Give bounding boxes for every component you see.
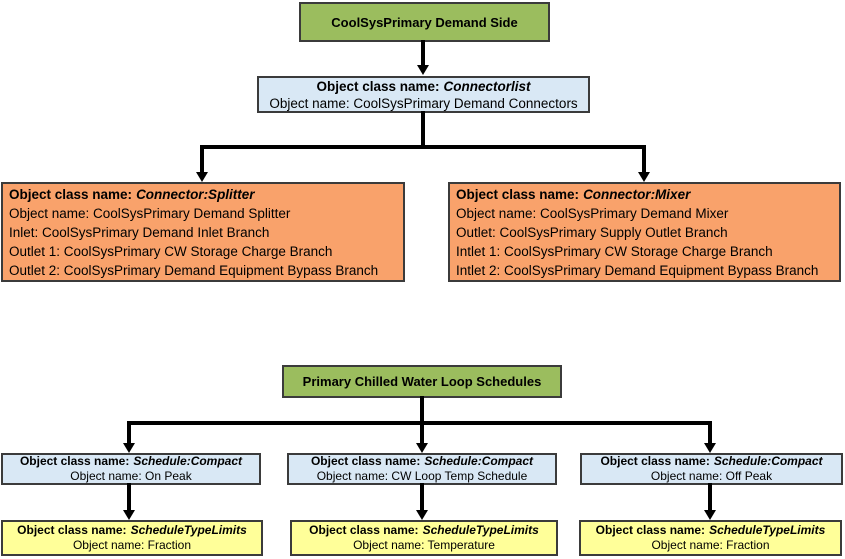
connector-line: [127, 421, 131, 444]
arrowhead-icon: [704, 443, 716, 453]
arrowhead-icon: [123, 510, 135, 520]
schedule-type-limits-box-temperature: Object class name:ScheduleTypeLimits Obj…: [290, 520, 558, 556]
arrowhead-icon: [123, 443, 135, 453]
type-limits-class-line: Object class name:ScheduleTypeLimits: [3, 523, 261, 538]
connector-line: [200, 145, 204, 173]
class-prefix-label: Object class name:: [17, 523, 127, 537]
connector-line: [127, 483, 131, 511]
schedule-compact-box-on-peak: Object class name:Schedule:Compact Objec…: [1, 453, 261, 485]
connector-line: [421, 40, 425, 66]
schedule-class-line: Object class name:Schedule:Compact: [289, 454, 555, 469]
schedule-object-line: Object name: Off Peak: [650, 469, 773, 483]
class-prefix-label: Object class name:: [310, 454, 421, 468]
connectorlist-object-line: Object name: CoolSysPrimary Demand Conne…: [269, 95, 578, 111]
connector-line: [420, 483, 424, 511]
arrowhead-icon: [704, 510, 716, 520]
type-limits-object-line: Object name: Fraction: [651, 538, 770, 552]
class-name: Schedule:Compact: [133, 454, 243, 468]
connector-line: [420, 396, 424, 444]
connector-line: [200, 145, 646, 149]
connectorlist-class-line: Object class name:Connectorlist: [259, 78, 588, 95]
demand-side-root-box: CoolSysPrimary Demand Side: [299, 2, 550, 42]
schedules-root-title: Primary Chilled Water Loop Schedules: [302, 374, 542, 389]
type-limits-object-line: Object name: Temperature: [353, 538, 495, 552]
type-limits-class-line: Object class name:ScheduleTypeLimits: [581, 523, 840, 538]
arrowhead-icon: [416, 510, 428, 520]
demand-side-root-title: CoolSysPrimary Demand Side: [331, 14, 518, 30]
class-prefix-label: Object class name:: [456, 186, 580, 202]
schedule-type-limits-box-fraction-2: Object class name:ScheduleTypeLimits Obj…: [579, 520, 842, 556]
schedule-object-line: Object name: On Peak: [70, 469, 192, 483]
class-name: Connector:Mixer: [583, 186, 691, 202]
connector-line: [642, 145, 646, 173]
mixer-box: Object class name:Connector:Mixer Object…: [448, 182, 841, 282]
schedule-compact-box-off-peak: Object class name:Schedule:Compact Objec…: [580, 453, 843, 485]
splitter-outlet2-line: Outlet 2: CoolSysPrimary Demand Equipmen…: [9, 262, 379, 278]
connector-line: [421, 111, 425, 147]
connector-line: [127, 421, 712, 425]
class-prefix-label: Object class name:: [309, 523, 419, 537]
class-name: ScheduleTypeLimits: [422, 523, 539, 537]
class-prefix-label: Object class name:: [595, 523, 706, 537]
connectorlist-box: Object class name:Connectorlist Object n…: [257, 76, 590, 113]
class-name: ScheduleTypeLimits: [130, 523, 247, 537]
splitter-inlet-line: Inlet: CoolSysPrimary Demand Inlet Branc…: [9, 224, 270, 240]
class-prefix-label: Object class name:: [9, 186, 133, 202]
mixer-intlet1-line: Intlet 1: CoolSysPrimary CW Storage Char…: [456, 243, 773, 259]
mixer-object-line: Object name: CoolSysPrimary Demand Mixer: [456, 205, 729, 221]
class-name: Connectorlist: [443, 78, 531, 94]
mixer-class-line: Object class name:Connector:Mixer: [456, 185, 835, 204]
mixer-outlet-line: Outlet: CoolSysPrimary Supply Outlet Bra…: [456, 224, 728, 240]
schedule-object-line: Object name: CW Loop Temp Schedule: [316, 469, 528, 483]
splitter-object-line: Object name: CoolSysPrimary Demand Split…: [9, 205, 291, 221]
class-prefix-label: Object class name:: [600, 454, 710, 468]
class-name: Schedule:Compact: [713, 454, 823, 468]
schedule-compact-box-cw-loop: Object class name:Schedule:Compact Objec…: [287, 453, 557, 485]
type-limits-class-line: Object class name:ScheduleTypeLimits: [292, 523, 556, 538]
schedule-type-limits-box-fraction-1: Object class name:ScheduleTypeLimits Obj…: [1, 520, 263, 556]
arrowhead-icon: [417, 65, 429, 75]
connector-line: [708, 483, 712, 511]
arrowhead-icon: [638, 172, 650, 182]
arrowhead-icon: [416, 443, 428, 453]
schedules-root-box: Primary Chilled Water Loop Schedules: [282, 365, 562, 398]
schedule-class-line: Object class name:Schedule:Compact: [582, 454, 841, 469]
arrowhead-icon: [196, 172, 208, 182]
class-name: Schedule:Compact: [424, 454, 534, 468]
type-limits-object-line: Object name: Fraction: [72, 538, 192, 552]
mixer-intlet2-line: Intlet 2: CoolSysPrimary Demand Equipmen…: [456, 262, 819, 278]
class-name: Connector:Splitter: [136, 186, 255, 202]
splitter-box: Object class name:Connector:Splitter Obj…: [1, 182, 405, 282]
class-name: ScheduleTypeLimits: [709, 523, 826, 537]
class-prefix-label: Object class name:: [316, 78, 440, 94]
splitter-outlet1-line: Outlet 1: CoolSysPrimary CW Storage Char…: [9, 243, 333, 259]
connector-line: [708, 421, 712, 444]
splitter-class-line: Object class name:Connector:Splitter: [9, 185, 399, 204]
schedule-class-line: Object class name:Schedule:Compact: [3, 454, 259, 469]
class-prefix-label: Object class name:: [19, 454, 130, 468]
